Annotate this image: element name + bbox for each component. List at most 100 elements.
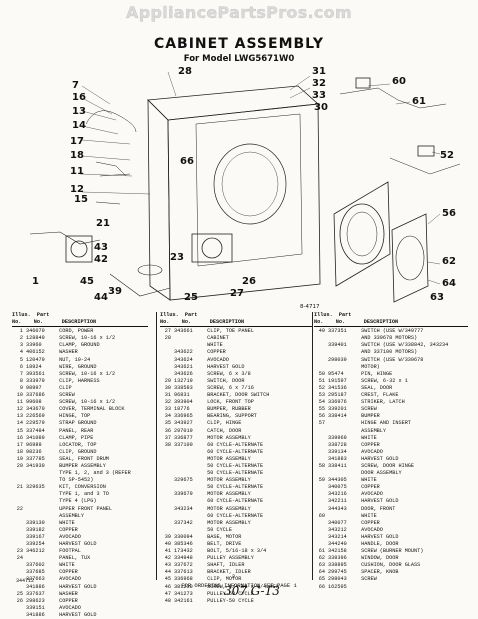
illus-number: 45: [164, 576, 171, 583]
illus-number: 30: [164, 384, 171, 391]
part-description: WIRE, GROUND: [56, 363, 97, 370]
part-description: TO SP-5452): [56, 477, 94, 484]
part-number: 337342: [174, 519, 193, 526]
part-number: 336965: [174, 413, 193, 420]
illus-number: 2: [19, 335, 23, 342]
part-description: PANEL, TUX: [56, 555, 91, 562]
table-row: AND 337100 MOTORS): [314, 349, 468, 356]
part-description: AVOCADO: [358, 526, 383, 533]
table-row: 342211 HARVEST GOLD: [314, 498, 468, 505]
column-divider: [312, 312, 313, 580]
part-number: 295187: [328, 392, 347, 399]
illus-number: 32: [164, 399, 171, 406]
table-row: 340077 COPPER: [314, 520, 468, 527]
illus-number: 62: [318, 555, 325, 562]
part-description: PULLEY-50 CYCLE: [204, 597, 254, 604]
part-description: CREST, FLAKE: [358, 392, 399, 399]
part-description: MOTOR ASSEMBLY: [204, 505, 251, 512]
part-description: SCREW, 6 x 7/16: [204, 384, 254, 391]
part-description: WASHER: [56, 590, 78, 597]
part-description: HARVEST GOLD: [358, 498, 399, 505]
part-description: MOTOR): [358, 363, 380, 370]
illus-number: 1: [19, 328, 23, 335]
part-number: 339167: [26, 533, 45, 540]
callout-label: 43: [94, 242, 108, 253]
part-number: 343214: [328, 533, 347, 540]
part-number: 33960: [26, 342, 42, 349]
part-number: 338583: [174, 384, 193, 391]
column-header: Illus. Part No. No. DESCRIPTION: [160, 312, 312, 328]
illus-number: 34: [164, 413, 171, 420]
illus-number: 43: [164, 562, 171, 569]
part-description: CATCH, DOOR: [204, 427, 242, 434]
part-number: 341273: [174, 590, 193, 597]
part-description: STRAP GROUND: [56, 420, 97, 427]
part-number: 18924: [26, 363, 42, 370]
table-row: 22 UPPER FRONT PANEL: [12, 506, 148, 513]
illus-number: 37: [164, 434, 171, 441]
part-description: NUT, 10-24: [56, 356, 91, 363]
callout-label: 13: [72, 106, 86, 117]
table-row: 28 CABINET: [160, 335, 312, 342]
illus-number: 26: [16, 597, 23, 604]
illus-number: 5: [19, 356, 23, 363]
part-number: 341886: [26, 611, 45, 618]
table-row: 339401 SWITCH (USE W/338842, 343234: [314, 342, 468, 349]
part-description: SWITCH (USE W/349777: [358, 328, 424, 335]
part-description: HARVEST GOLD: [56, 541, 97, 547]
table-row: DOOR ASSEMBLY: [314, 470, 468, 477]
part-number: 338411: [328, 462, 347, 469]
part-number: 226569: [26, 413, 45, 420]
table-row: 343212 AVOCADO: [314, 527, 468, 534]
part-description: MOTOR ASSEMBLY: [204, 455, 251, 462]
illus-number: 40: [164, 541, 171, 547]
part-description: COPPER: [56, 597, 78, 604]
part-number: 298039: [328, 356, 347, 363]
part-description: BRACKET, DOOR SWITCH: [204, 392, 270, 399]
model-subtitle: For Model LWG5671W0: [183, 54, 295, 64]
column-header: Illus. Part No. No. DESCRIPTION: [314, 312, 468, 328]
diagram-ref-code: 8-4717: [300, 304, 320, 310]
part-description: TYPE 1, 2, and 3 (REFER: [56, 470, 131, 477]
callout-label: 62: [442, 256, 456, 267]
page-number: 2: [232, 574, 236, 580]
table-row: 50 CYCLE-ALTERNATE: [160, 484, 312, 491]
illus-number: 58: [318, 462, 325, 469]
part-description: BUMPER, RUBBER: [204, 406, 251, 413]
illus-number: 28: [164, 335, 171, 342]
part-description: AVOCADO: [358, 448, 383, 455]
part-description: 50 CYCLE: [204, 526, 233, 533]
part-description: 60 CYCLE-ALTERNATE: [204, 512, 264, 519]
illus-number: 22: [16, 505, 23, 512]
illus-number: 17: [16, 441, 23, 448]
part-number: 343234: [174, 505, 193, 512]
part-description: COPPER: [56, 569, 78, 576]
table-row: 57 HINGE AND INSERT: [314, 420, 468, 427]
table-row: 339969 WHITE: [314, 435, 468, 442]
part-number: 99608: [26, 399, 42, 406]
part-description: CABINET: [204, 335, 229, 342]
table-row: 343234 MOTOR ASSEMBLY: [160, 506, 312, 513]
part-description: COPPER: [204, 349, 226, 356]
illus-number: 12: [16, 406, 23, 413]
table-row: 337685 COPPER: [12, 569, 148, 576]
part-description: DOOR ASSEMBLY: [358, 470, 402, 477]
